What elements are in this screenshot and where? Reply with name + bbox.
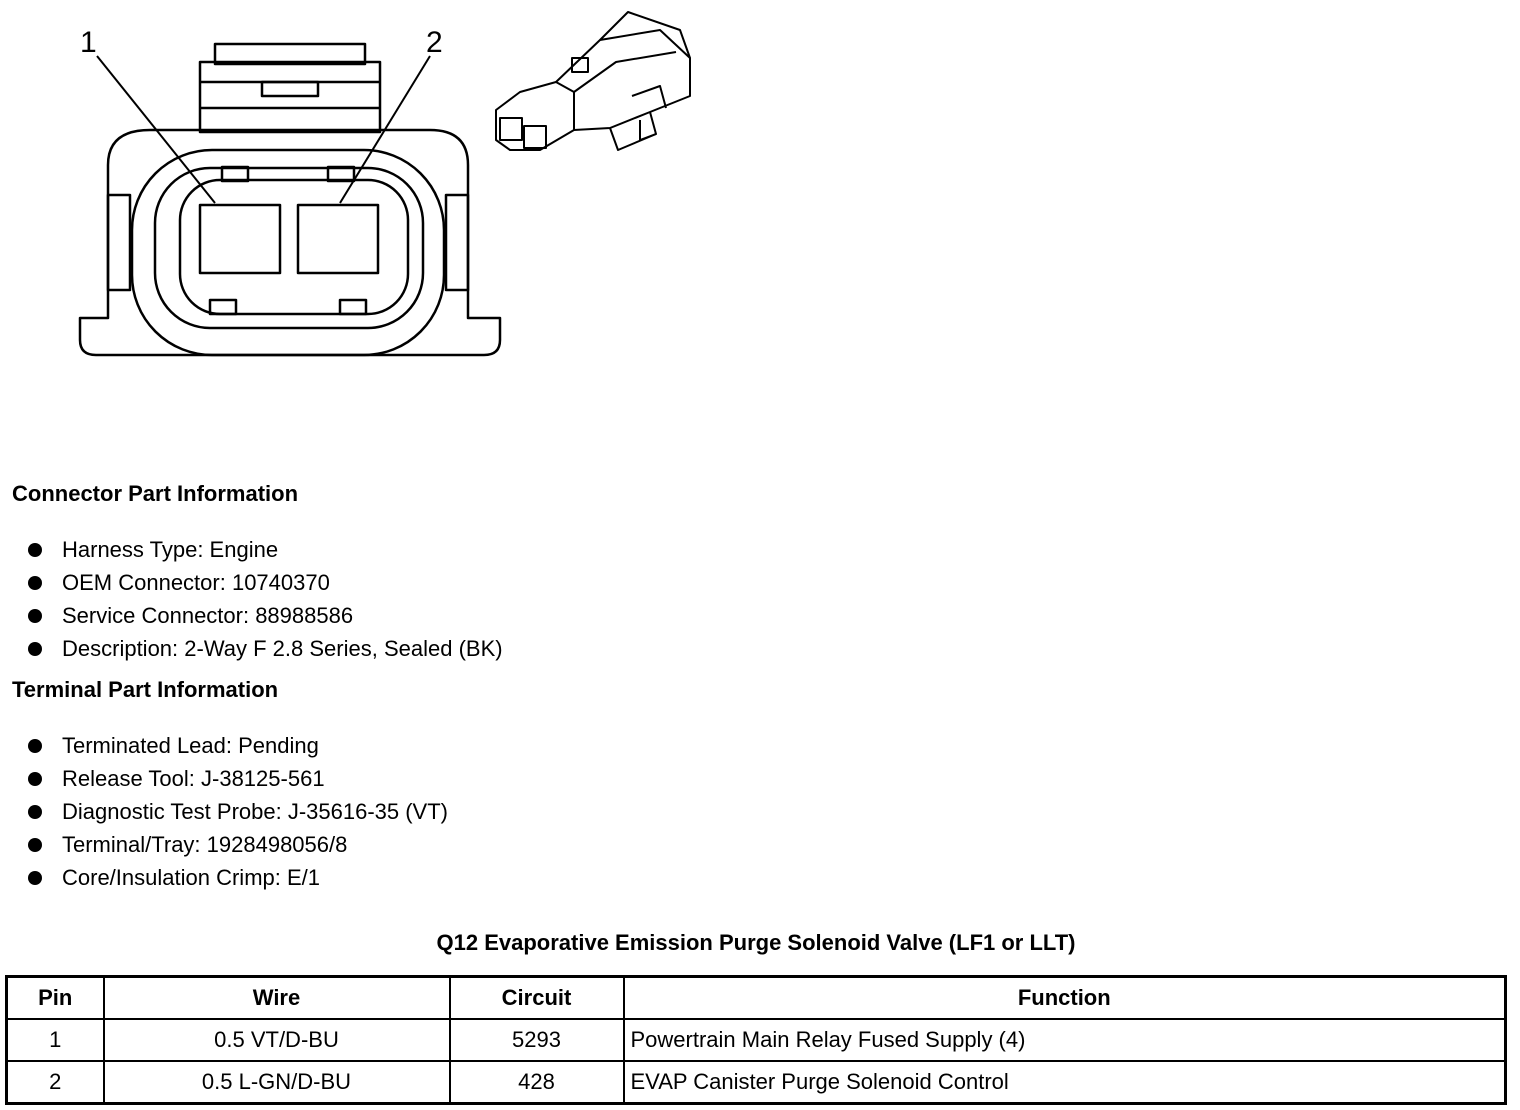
bullet-icon	[28, 838, 42, 852]
list-item: Core/Insulation Crimp: E/1	[28, 861, 448, 894]
table-title: Q12 Evaporative Emission Purge Solenoid …	[436, 930, 1076, 955]
bullet-icon	[28, 576, 42, 590]
header-function: Function	[622, 975, 1507, 1020]
list-item: Terminated Lead: Pending	[28, 729, 448, 762]
cell-wire: 0.5 VT/D-BU	[102, 1018, 451, 1062]
list-item: Service Connector: 88988586	[28, 599, 503, 632]
terminal-part-info-list: Terminated Lead: Pending Release Tool: J…	[28, 729, 448, 894]
list-item: Terminal/Tray: 1928498056/8	[28, 828, 448, 861]
list-item: Harness Type: Engine	[28, 533, 503, 566]
list-item: Description: 2-Way F 2.8 Series, Sealed …	[28, 632, 503, 665]
bullet-icon	[28, 543, 42, 557]
bullet-icon	[28, 739, 42, 753]
cell-circuit: 5293	[448, 1018, 625, 1062]
header-circuit: Circuit	[448, 975, 625, 1020]
cell-pin: 1	[5, 1018, 105, 1062]
list-item: Release Tool: J-38125-561	[28, 762, 448, 795]
header-pin: Pin	[5, 975, 105, 1020]
bullet-icon	[28, 642, 42, 656]
connector-diagram: 1 2	[78, 11, 691, 357]
table-row: 1 0.5 VT/D-BU 5293 Powertrain Main Relay…	[5, 1018, 1507, 1062]
bullet-icon	[28, 871, 42, 885]
terminal-part-info-heading: Terminal Part Information	[12, 677, 279, 702]
cell-function: EVAP Canister Purge Solenoid Control	[622, 1060, 1507, 1105]
connector-part-info-heading: Connector Part Information	[12, 481, 299, 506]
bullet-icon	[28, 609, 42, 623]
header-wire: Wire	[102, 975, 451, 1020]
cell-circuit: 428	[448, 1060, 625, 1105]
bullet-icon	[28, 772, 42, 786]
pin-1-label: 1	[80, 26, 97, 59]
connector-isometric-view	[495, 11, 691, 151]
pinout-table: Pin Wire Circuit Function 1 0.5 VT/D-BU …	[5, 975, 1507, 1105]
list-item: Diagnostic Test Probe: J-35616-35 (VT)	[28, 795, 448, 828]
list-item: OEM Connector: 10740370	[28, 566, 503, 599]
pin-2-label: 2	[426, 26, 443, 59]
connector-part-info-list: Harness Type: Engine OEM Connector: 1074…	[28, 533, 503, 665]
bullet-icon	[28, 805, 42, 819]
table-header-row: Pin Wire Circuit Function	[5, 975, 1507, 1020]
connector-face-view	[78, 42, 502, 357]
table-row: 2 0.5 L-GN/D-BU 428 EVAP Canister Purge …	[5, 1060, 1507, 1105]
cell-function: Powertrain Main Relay Fused Supply (4)	[622, 1018, 1507, 1062]
cell-wire: 0.5 L-GN/D-BU	[102, 1060, 451, 1105]
cell-pin: 2	[5, 1060, 105, 1105]
